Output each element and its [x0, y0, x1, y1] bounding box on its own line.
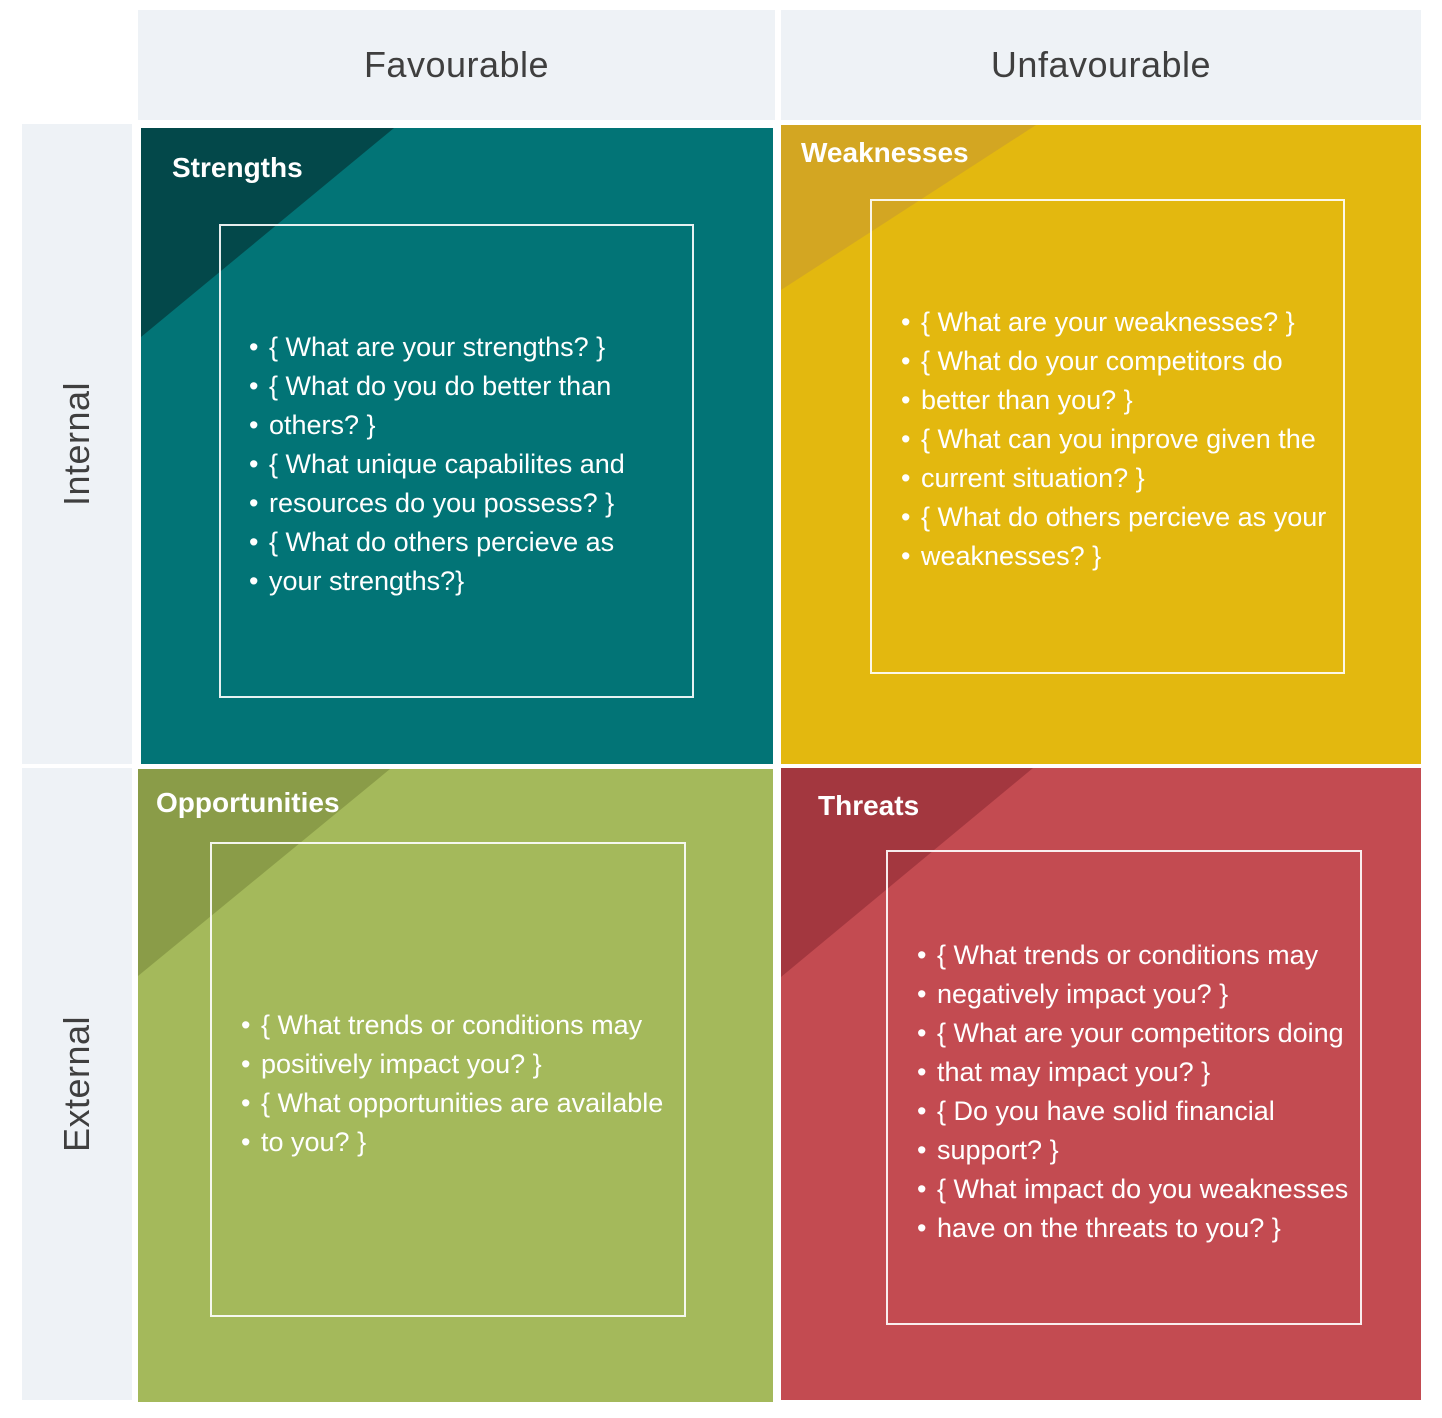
list-item: better than you? }	[901, 381, 1326, 420]
column-header-favourable-label: Favourable	[363, 44, 550, 85]
weaknesses-inner-box	[870, 199, 1345, 674]
list-item: { What do others percieve as your	[901, 498, 1326, 537]
row-header-external-label: External	[56, 1015, 97, 1153]
list-item: { What unique capabilites and	[249, 445, 625, 484]
list-item: { Do you have solid financial	[917, 1092, 1348, 1131]
strengths-list: { What are your strengths? } { What do y…	[249, 328, 625, 601]
list-item: { What do your competitors do	[901, 342, 1326, 381]
threats-list: { What trends or conditions may negative…	[917, 936, 1348, 1248]
list-item: your strengths?}	[249, 562, 625, 601]
list-item: { What do others percieve as	[249, 523, 625, 562]
quadrant-strengths: Strengths { What are your strengths? } {…	[141, 128, 773, 764]
list-item: have on the threats to you? }	[917, 1209, 1348, 1248]
weaknesses-title: Weaknesses	[801, 137, 969, 168]
list-item: negatively impact you? }	[917, 975, 1348, 1014]
row-header-external: External	[22, 768, 132, 1400]
weaknesses-corner-triangle	[781, 125, 1036, 290]
quadrant-threats: Threats { What trends or conditions may …	[781, 768, 1421, 1400]
column-header-favourable: Favourable	[138, 10, 775, 120]
weaknesses-list: { What are your weaknesses? } { What do …	[901, 303, 1326, 576]
opportunities-corner-triangle	[138, 769, 390, 976]
column-header-unfavourable-label: Unfavourable	[990, 44, 1212, 85]
strengths-inner-box	[219, 224, 694, 698]
list-item: { What trends or conditions may	[241, 1006, 663, 1045]
list-item: that may impact you? }	[917, 1053, 1348, 1092]
list-item: { What do you do better than	[249, 367, 625, 406]
list-item: { What impact do you weaknesses	[917, 1170, 1348, 1209]
list-item: current situation? }	[901, 459, 1326, 498]
list-item: to you? }	[241, 1123, 663, 1162]
list-item: { What trends or conditions may	[917, 936, 1348, 975]
list-item: { What can you inprove given the	[901, 420, 1326, 459]
list-item: { What are your competitors doing	[917, 1014, 1348, 1053]
list-item: resources do you possess? }	[249, 484, 625, 523]
row-header-internal: Internal	[22, 124, 132, 764]
opportunities-title: Opportunities	[156, 787, 340, 818]
threats-corner-triangle	[781, 768, 1033, 977]
list-item: { What opportunities are available	[241, 1084, 663, 1123]
column-header-unfavourable: Unfavourable	[781, 10, 1421, 120]
list-item: { What are your weaknesses? }	[901, 303, 1326, 342]
opportunities-inner-box	[210, 842, 686, 1317]
strengths-title: Strengths	[172, 152, 303, 183]
list-item: support? }	[917, 1131, 1348, 1170]
row-header-internal-label: Internal	[56, 381, 97, 507]
list-item: positively impact you? }	[241, 1045, 663, 1084]
list-item: weaknesses? }	[901, 537, 1326, 576]
strengths-corner-triangle	[141, 128, 394, 337]
quadrant-weaknesses: Weaknesses { What are your weaknesses? }…	[781, 125, 1421, 764]
threats-inner-box	[886, 850, 1362, 1325]
quadrant-opportunities: Opportunities { What trends or condition…	[138, 769, 773, 1402]
threats-title: Threats	[818, 790, 920, 821]
opportunities-list: { What trends or conditions may positive…	[241, 1006, 663, 1162]
list-item: others? }	[249, 406, 625, 445]
list-item: { What are your strengths? }	[249, 328, 625, 367]
